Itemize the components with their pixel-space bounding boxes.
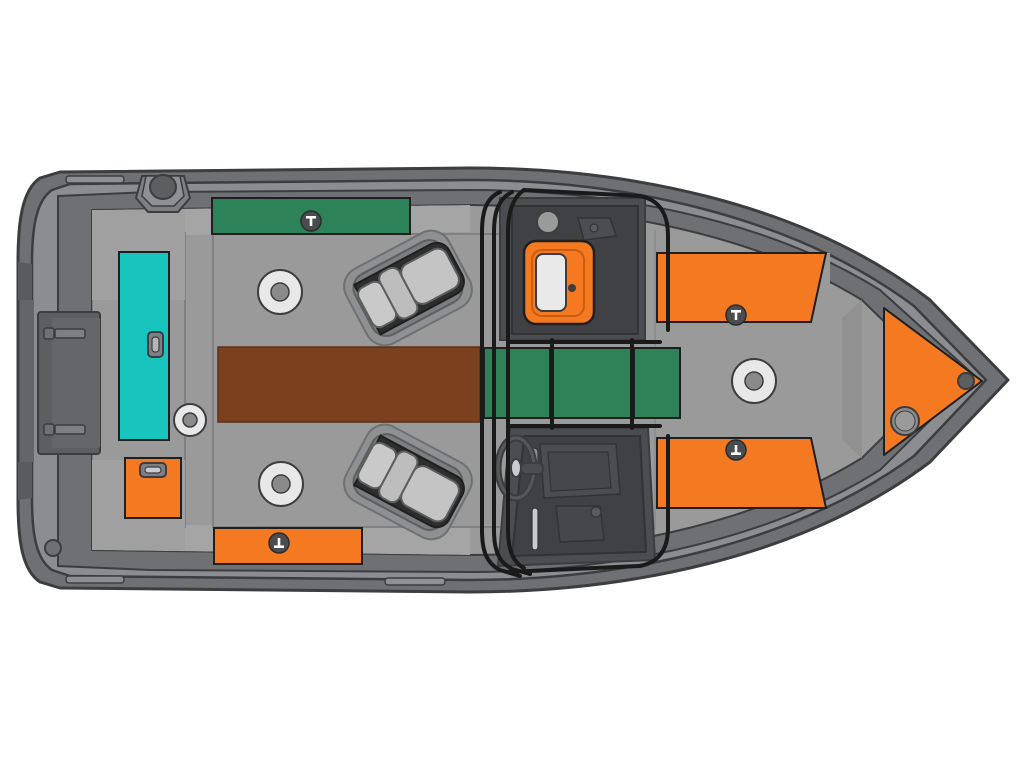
hatch-opens-down-badge [268,532,290,554]
bow-eye-fitting[interactable] [957,372,975,390]
deck-hatch-port-aft[interactable] [173,403,207,437]
transom-well [37,311,101,455]
hatch-opens-up-badge [300,210,322,232]
bow-casting-deck-panel[interactable] [883,307,983,456]
transom-handle-lower[interactable] [43,423,86,436]
transom-rail-slots [65,175,446,586]
windshield-frame [480,188,670,578]
storage-box-latch-icon[interactable] [139,462,167,478]
deck-hatch-starboard-forward[interactable] [258,461,304,507]
stern-cleat-fitting[interactable] [135,174,191,213]
transom-handle-upper[interactable] [43,327,86,340]
center-green-panel-right[interactable] [633,347,681,419]
helm-seat-starboard[interactable] [337,418,479,547]
console-round-knob[interactable] [536,210,560,234]
bow-port-storage-taper [656,252,830,323]
hatch-opens-down-badge [725,439,747,461]
passenger-console[interactable] [499,197,646,341]
livewell-latch-icon[interactable] [147,331,164,358]
teal-livewell-panel[interactable] [118,251,170,441]
center-brown-floor-panel [217,346,481,423]
center-green-panel-middle[interactable] [551,347,633,419]
stern-orange-storage-box[interactable] [124,457,182,519]
helm-console[interactable] [494,427,657,568]
glovebox-panel[interactable] [522,239,596,326]
stern-drain-plug[interactable] [44,539,62,557]
bow-orange-starboard-storage[interactable] [656,437,828,509]
deck-hatch-bow-center[interactable] [731,358,777,404]
helm-seat-port[interactable] [337,224,479,353]
steering-wheel[interactable] [494,434,544,502]
stern-hull-ribs [18,262,34,500]
bow-deck-plate[interactable] [890,406,920,436]
hatch-opens-up-badge [725,304,747,326]
deck-hatch-port-forward[interactable] [257,269,303,315]
